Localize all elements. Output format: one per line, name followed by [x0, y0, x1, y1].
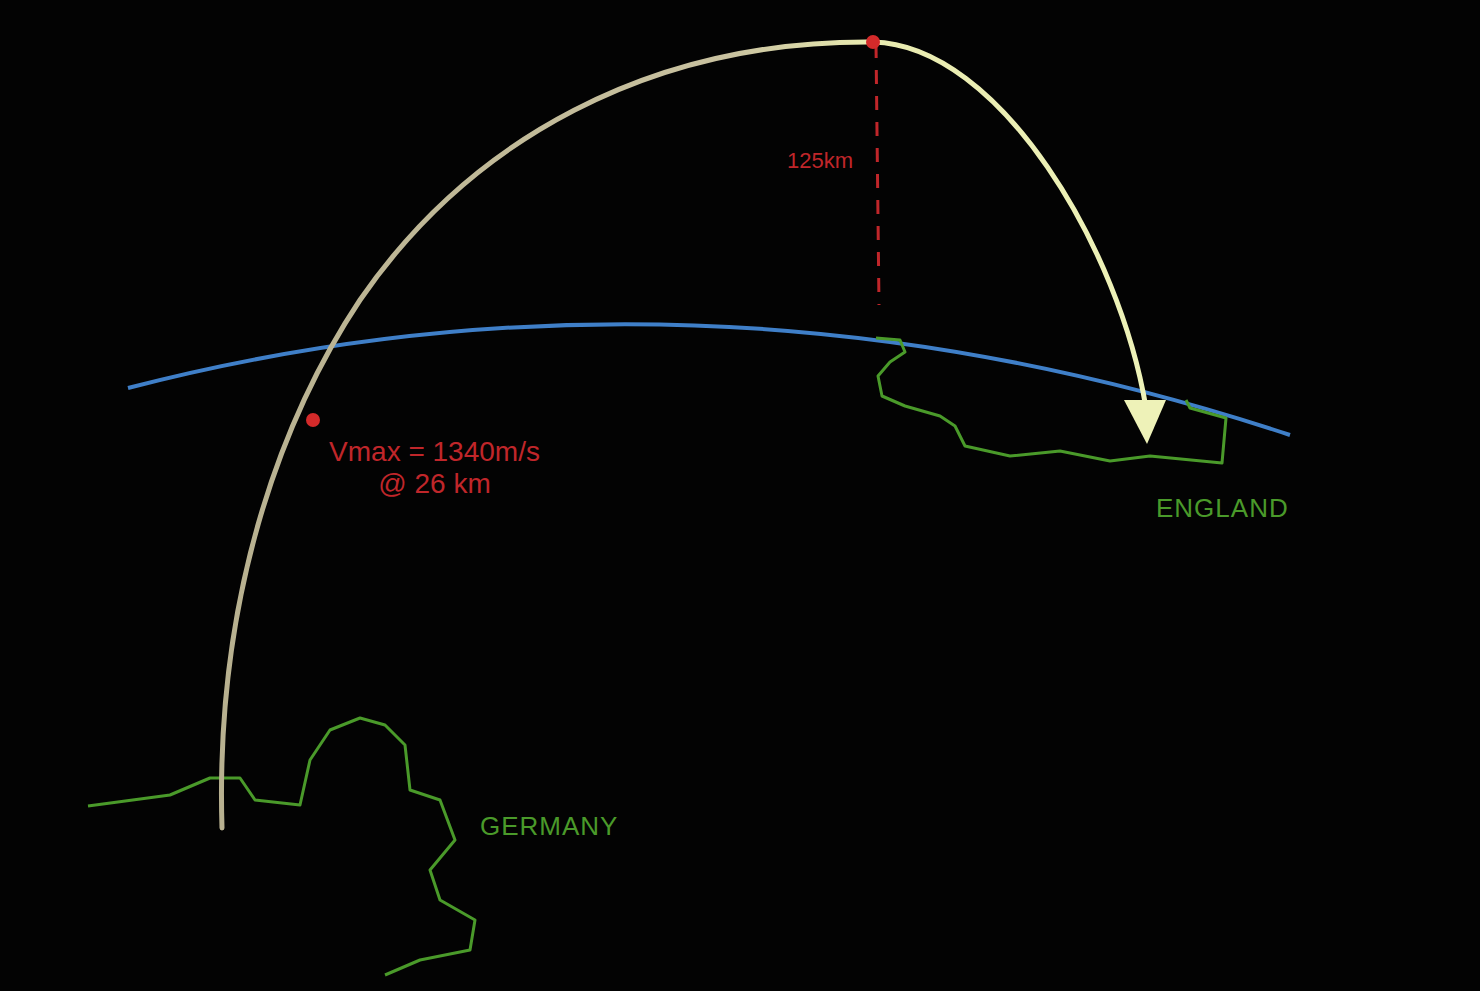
velocity-note: Vmax = 1340m/s @ 26 km: [322, 436, 547, 500]
apogee-dot: [866, 35, 880, 49]
height-dimension: 125km: [784, 146, 856, 175]
atmosphere-line: [128, 324, 1290, 435]
germany-coastline: [88, 718, 475, 975]
country-name: ENGLAND: [1156, 494, 1289, 524]
england-coastline: [876, 338, 1226, 463]
max-velocity-dot: [306, 413, 320, 427]
apogee-height-line: [876, 44, 879, 305]
country-name: GERMANY: [480, 812, 618, 842]
impact-arrowhead: [1124, 400, 1166, 444]
rocket-trajectory: [221, 42, 1146, 828]
